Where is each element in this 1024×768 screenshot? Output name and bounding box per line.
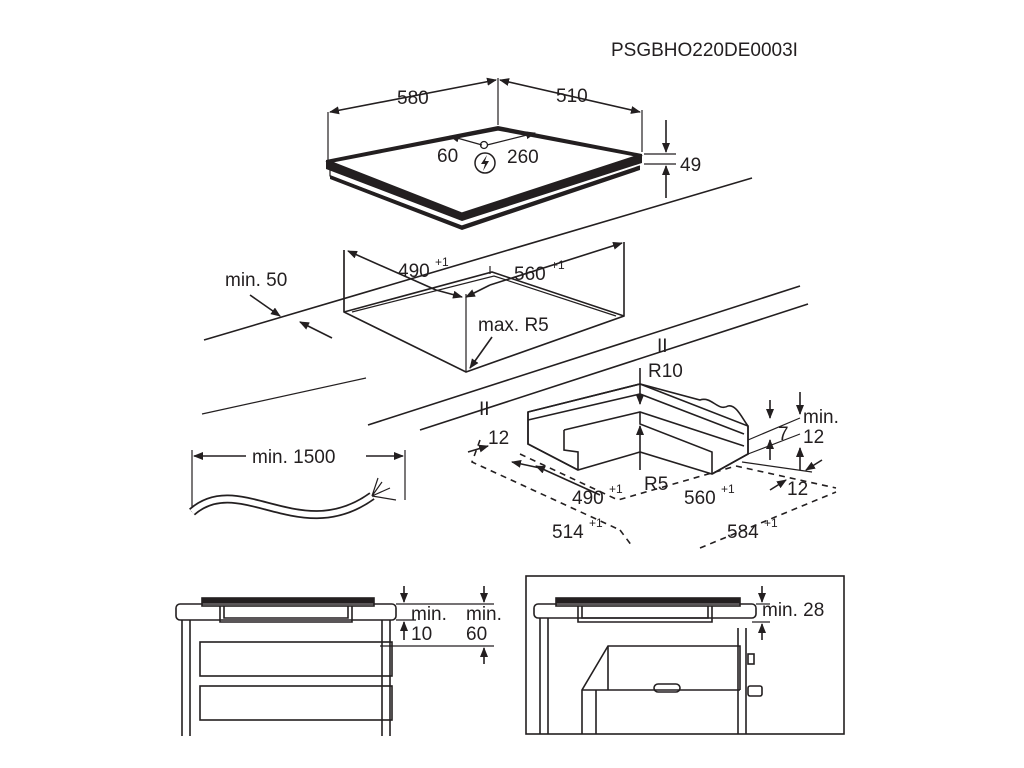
min-edge-label: min. 50	[225, 270, 287, 291]
cutout-width-tol: +1	[435, 255, 449, 269]
connector-y-label: 260	[507, 147, 539, 168]
hob-height-label: 49	[680, 155, 701, 176]
section-left-min-b: min.	[466, 604, 502, 625]
document-code: PSGBHO220DE0003I	[611, 40, 798, 61]
radius-outer-label: R10	[648, 361, 683, 382]
section-left-value-b: 60	[466, 624, 487, 645]
section-left-min-a: min.	[411, 604, 447, 625]
frame-height-label: 7	[778, 424, 789, 445]
radius-inner-label: R5	[644, 474, 668, 495]
cutout-depth-label: 560	[514, 264, 546, 285]
section-right-drawing	[525, 575, 845, 735]
frame-min-label: min.	[803, 407, 839, 428]
frame-outer-depth-tol: +1	[764, 516, 778, 530]
hob-width-label: 580	[397, 88, 429, 109]
cable-length-label: min. 1500	[252, 447, 335, 468]
frame-outer-depth-label: 584	[727, 522, 759, 543]
frame-inner-depth-tol: +1	[721, 482, 735, 496]
section-left-drawing	[175, 586, 494, 736]
frame-outer-width-label: 514	[552, 522, 584, 543]
section-left-value-a: 10	[411, 624, 432, 645]
parallel-mark-top: II	[657, 336, 668, 357]
frame-min-value: 12	[803, 427, 824, 448]
cutout-depth-tol: +1	[551, 258, 565, 272]
frame-outer-width-tol: +1	[589, 516, 603, 530]
connector-x-label: 60	[437, 146, 458, 167]
hob-depth-label: 510	[556, 86, 588, 107]
frame-corner-drawing	[467, 368, 837, 549]
frame-edge-right-label: 12	[787, 479, 808, 500]
cutout-width-label: 490	[398, 261, 430, 282]
frame-inner-width-label: 490	[572, 488, 604, 509]
parallel-mark-left: II	[479, 399, 490, 420]
corner-radius-label: max. R5	[478, 315, 549, 336]
section-right-min-label: min. 28	[762, 600, 824, 621]
frame-side-label: 12	[488, 428, 509, 449]
frame-inner-depth-label: 560	[684, 488, 716, 509]
frame-inner-width-tol: +1	[609, 482, 623, 496]
cable-drawing	[189, 450, 406, 520]
hob-dimension-lines	[327, 77, 676, 198]
hob-drawing	[325, 126, 644, 230]
worktop-cutout-drawing: II II	[201, 177, 809, 431]
